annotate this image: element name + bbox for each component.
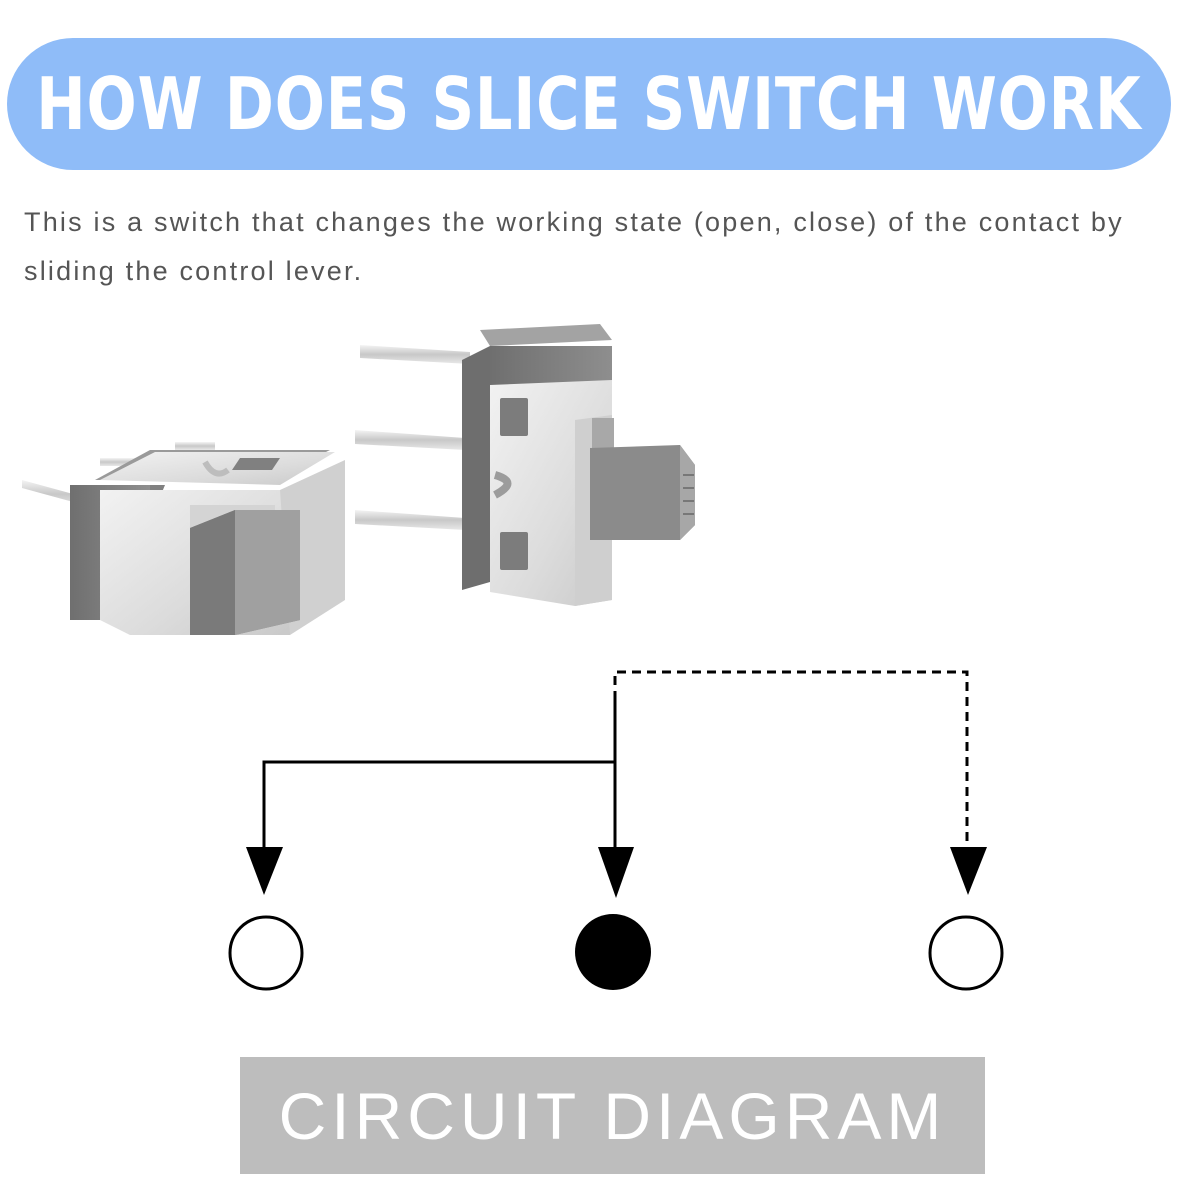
page-title: HOW DOES SLICE SWITCH WORK [36,62,1142,146]
diagram-caption: CIRCUIT DIAGRAM [278,1078,947,1153]
title-banner: HOW DOES SLICE SWITCH WORK [7,38,1171,170]
arrow-center-icon [598,847,634,898]
slide-switch-photo [22,324,695,635]
circuit-diagram [228,670,1004,991]
switch-right [355,324,695,606]
description-text: This is a switch that changes the workin… [24,207,1124,286]
caption-box: CIRCUIT DIAGRAM [240,1057,985,1174]
terminal-right [928,915,1004,991]
arrow-right-icon [950,847,987,895]
solid-connection [262,700,617,850]
dashed-connection [613,670,969,850]
terminal-center [575,914,651,990]
terminal-left [228,915,304,991]
arrow-left-icon [246,847,283,895]
switch-left [22,442,345,635]
